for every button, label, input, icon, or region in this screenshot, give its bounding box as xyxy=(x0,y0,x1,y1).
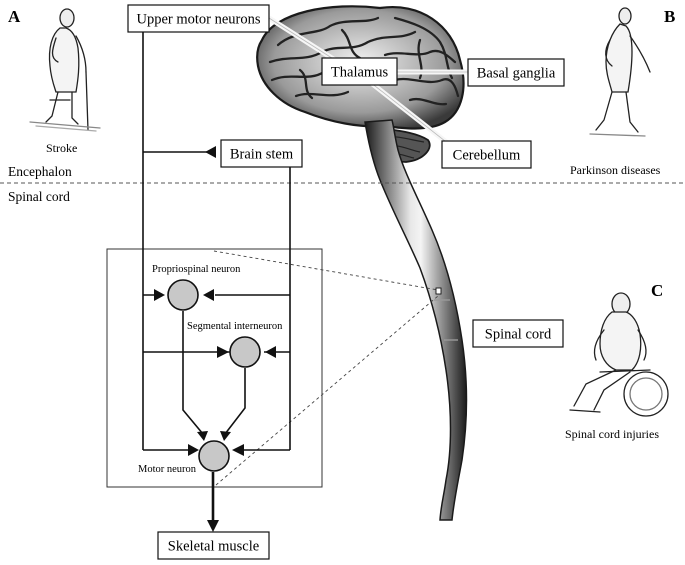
brain-stem-label: Brain stem xyxy=(230,147,294,163)
panel-letter-c: C xyxy=(651,281,663,300)
spinal-cord-label: Spinal cord xyxy=(485,327,552,343)
panel-letter-a: A xyxy=(8,7,21,26)
thalamus-label: Thalamus xyxy=(331,65,389,81)
region-label-spinal-cord: Spinal cord xyxy=(8,189,70,204)
parkinson-patient-illustration xyxy=(589,7,651,137)
stroke-patient-illustration xyxy=(29,8,101,132)
spinal-segment-marker xyxy=(435,287,442,295)
cerebellum-label: Cerebellum xyxy=(453,148,521,164)
brain-stem-box: Brain stem xyxy=(220,139,303,168)
parkinson-caption: Parkinson diseases xyxy=(570,163,661,177)
motor-neuron-label: Motor neuron xyxy=(138,464,197,475)
basal-ganglia-label: Basal ganglia xyxy=(477,66,556,82)
upper-motor-neurons-box: Upper motor neurons xyxy=(127,4,270,33)
wheelchair-patient-illustration xyxy=(569,292,669,417)
panel-letter-b: B xyxy=(664,7,675,26)
skeletal-muscle-label: Skeletal muscle xyxy=(168,539,259,555)
stroke-caption: Stroke xyxy=(46,141,77,155)
zoom-lines xyxy=(213,250,439,486)
cerebellum-box: Cerebellum xyxy=(441,140,532,169)
spinal-circuit-frame xyxy=(106,248,323,488)
basal-ganglia-box: Basal ganglia xyxy=(467,58,565,87)
segmental-interneuron-soma xyxy=(229,336,261,368)
region-label-encephalon: Encephalon xyxy=(8,164,72,179)
segmental-interneuron-label: Segmental interneuron xyxy=(187,321,283,332)
propriospinal-neuron-label: Propriospinal neuron xyxy=(152,264,241,275)
brain-pointer-lines xyxy=(267,15,470,147)
spinal-cord-injuries-caption: Spinal cord injuries xyxy=(565,427,659,441)
skeletal-muscle-box: Skeletal muscle xyxy=(157,531,270,560)
synapse-terminals xyxy=(154,146,276,456)
upper-motor-neurons-label: Upper motor neurons xyxy=(136,12,260,28)
muscle-output-arrowhead xyxy=(207,520,219,532)
spinal-cord-box: Spinal cord xyxy=(472,319,564,348)
propriospinal-neuron-soma xyxy=(167,279,199,311)
pathway-lines xyxy=(142,32,291,451)
motor-neuron-soma xyxy=(198,440,230,472)
thalamus-box: Thalamus xyxy=(321,57,398,86)
